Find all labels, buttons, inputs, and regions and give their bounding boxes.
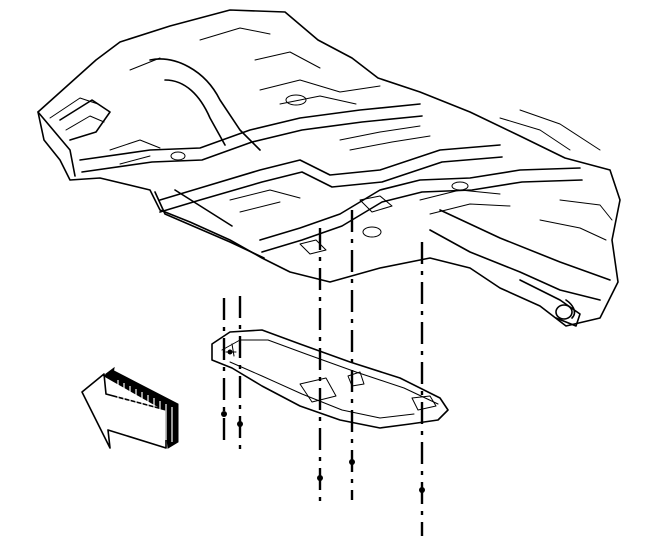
- fastener-5: [419, 487, 425, 493]
- fastener-1: [221, 411, 227, 417]
- right-side-sill: [429, 209, 611, 301]
- heat-shield-outline: [211, 329, 449, 429]
- arrow-head-side: [105, 366, 115, 382]
- fastener-2: [237, 421, 243, 427]
- crossmember-middle: [159, 144, 503, 213]
- crossmember-rear: [259, 167, 583, 253]
- left-side-sill: [154, 189, 265, 259]
- floor-pan-assembly: [37, 9, 621, 327]
- crossmember-front: [79, 103, 423, 173]
- left-front-rail: [37, 99, 111, 177]
- direction-arrow-icon: [81, 366, 179, 449]
- floor-pan-outline: [37, 9, 621, 327]
- heat-shield: [211, 329, 449, 429]
- fastener-3: [317, 475, 323, 481]
- fasteners: [221, 349, 425, 493]
- rail-end-hole: [555, 304, 573, 320]
- fastener-4: [349, 459, 355, 465]
- rear-frame-rail: [519, 279, 581, 327]
- floor-tunnel: [149, 58, 261, 151]
- shield-stud: [227, 349, 233, 355]
